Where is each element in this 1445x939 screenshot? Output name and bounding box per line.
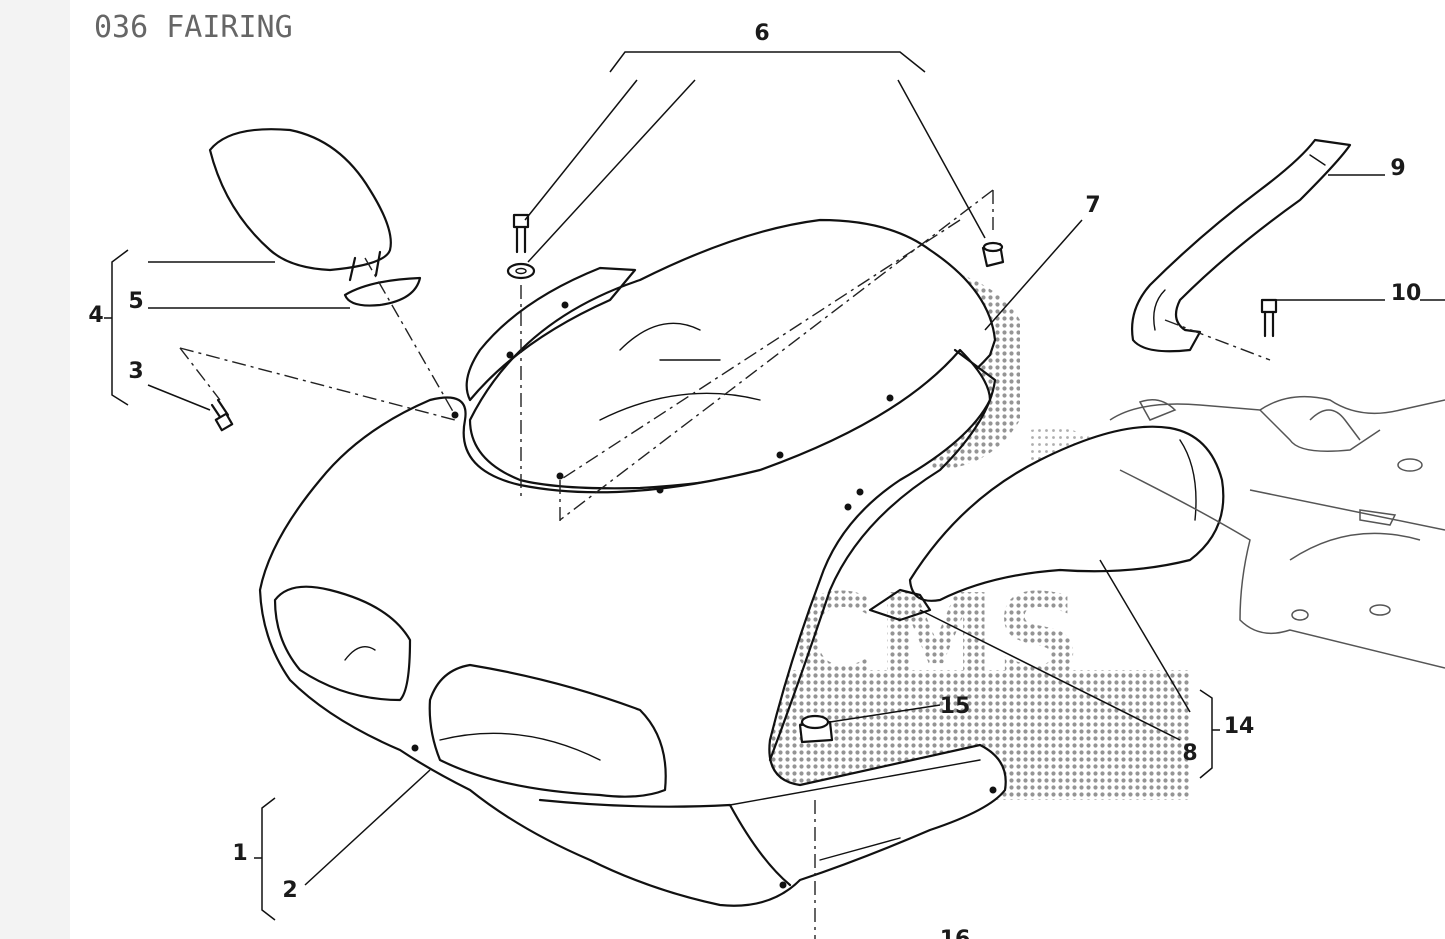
trim-strip-part-9 xyxy=(1131,138,1352,353)
inner-bracket-part xyxy=(1109,395,1445,669)
right-mirror-part xyxy=(868,425,1225,622)
callout-9: 9 xyxy=(1390,156,1405,181)
nut-part-15 xyxy=(798,714,834,744)
callout-14: 14 xyxy=(1224,714,1255,739)
screw-part-10 xyxy=(1260,298,1278,338)
callout-3: 3 xyxy=(128,359,143,384)
callout-1: 1 xyxy=(232,841,247,866)
windscreen-part xyxy=(468,218,997,490)
page-title: 036 FAIRING xyxy=(94,10,293,45)
upper-fairing-part xyxy=(258,266,1007,907)
callout-16: 16 xyxy=(940,927,971,939)
callout-5: 5 xyxy=(128,289,143,314)
bolt-part-3 xyxy=(210,398,234,432)
screw-part-6 xyxy=(506,213,536,280)
callout-8: 8 xyxy=(1182,741,1197,766)
assembly-lines xyxy=(179,189,1271,939)
callout-2: 2 xyxy=(282,878,297,903)
callout-6: 6 xyxy=(754,21,769,46)
callout-4: 4 xyxy=(88,303,103,328)
callout-labels: 6 7 9 10 4 5 3 1 2 14 15 8 16 xyxy=(88,21,1421,939)
callout-10: 10 xyxy=(1391,281,1422,306)
callout-7: 7 xyxy=(1085,193,1100,218)
nut-part-6 xyxy=(981,241,1005,268)
leader-lines xyxy=(104,51,1445,921)
callout-15: 15 xyxy=(940,694,971,719)
left-mirror-part xyxy=(208,128,422,307)
